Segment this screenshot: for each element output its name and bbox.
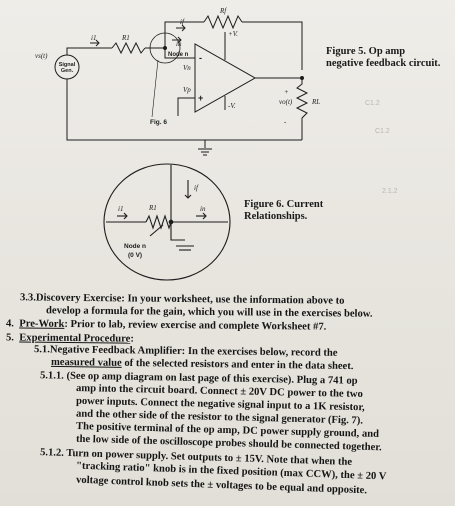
detail-r1-label: R1 [148,204,157,212]
figure-5-caption: Figure 5. Op amp negative feedback circu… [326,46,441,69]
op-amp-minus-sign: - [199,53,202,63]
text-line-measured: measured value of the selected resistors… [50,356,354,373]
vminus-label: -V. [228,102,236,110]
vo-label: vo(t) [279,98,293,106]
if-label: if [180,18,185,26]
bleed-through-2: C1.2 [375,128,390,135]
vplus-label: +V. [228,30,238,38]
rl-label: RL [311,98,320,106]
bleed-through-1: C1.2 [365,100,380,107]
vn-label: Vn [183,64,191,72]
rf-label: Rf [219,7,227,15]
fig6-marker: Fig. 6 [150,119,167,126]
vs-label: vs(t) [35,52,48,60]
text-line-2: develop a formula for the gain, which yo… [45,305,373,320]
detail-in-label: in [200,205,206,213]
detail-circle [103,163,231,281]
vo-plus-sign: + [284,88,289,96]
resistor-rf-symbol [203,14,243,30]
detail-i1-label: i1 [118,205,123,213]
vo-minus-sign: - [284,118,287,126]
op-amp-symbol [194,43,257,113]
op-amp-plus-sign: + [198,93,203,103]
vp-label: Vp [183,86,191,94]
detail-resistor-r1 [145,214,172,230]
resistor-r1-symbol [111,41,146,55]
text-line-procedure: 5. Experimental Procedure: [5,332,134,345]
signal-gen-label-2: Gen. [61,68,74,74]
text-line-prework: 4. Pre-Work: Prior to lab, review exerci… [5,318,327,333]
r1-label: R1 [121,34,130,42]
figure-6-caption: Figure 6. Current Relationships. [244,199,324,222]
detail-node-label: Node n [124,243,146,250]
detail-if-label: if [194,184,199,192]
detail-node-voltage: (0 V) [128,252,142,259]
bleed-through-3: 2.1.2 [382,188,398,195]
signal-gen-label: Signal [59,62,76,68]
resistor-rl-symbol [295,78,309,140]
figure-6-detail: i1 R1 if in Node n (0 V) [103,163,231,281]
figure-5-circuit: - + Signal Gen. vs(t) i1 R1 if Rf Node n… [35,7,320,156]
in-label: in [176,40,182,48]
i1-label: i1 [91,34,96,42]
